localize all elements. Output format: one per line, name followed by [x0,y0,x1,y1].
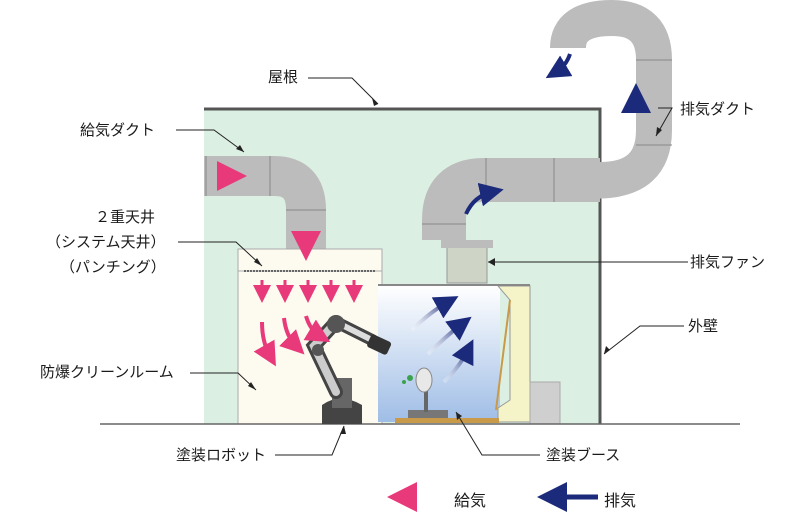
label-supply-duct: 給気ダクト [80,121,156,139]
label-robot: 塗装ロボット [176,446,267,464]
label-cleanroom: 防爆クリーンルーム [40,363,174,381]
label-double-ceiling-3: （パンチング） [60,258,166,276]
roof-line [204,107,602,424]
double-ceiling [237,248,383,272]
label-booth: 塗装ブース [546,446,621,464]
label-outer-wall: 外壁 [688,317,719,335]
label-exhaust-fan: 排気ファン [690,253,766,271]
legend-exhaust-label: 排気 [604,491,637,510]
workpiece [402,367,448,418]
leader-lines [176,77,688,456]
exhaust-duct [422,0,672,240]
label-roof: 屋根 [268,68,299,86]
label-double-ceiling-2: （システム天井） [46,233,166,251]
supply-arrows [206,161,363,367]
legend-supply-label: 給気 [454,491,487,510]
exhaust-fan [446,246,488,284]
exhaust-arrows [410,53,651,384]
label-exhaust-duct: 排気ダクト [680,100,756,118]
label-double-ceiling-1: ２重天井 [95,208,156,226]
